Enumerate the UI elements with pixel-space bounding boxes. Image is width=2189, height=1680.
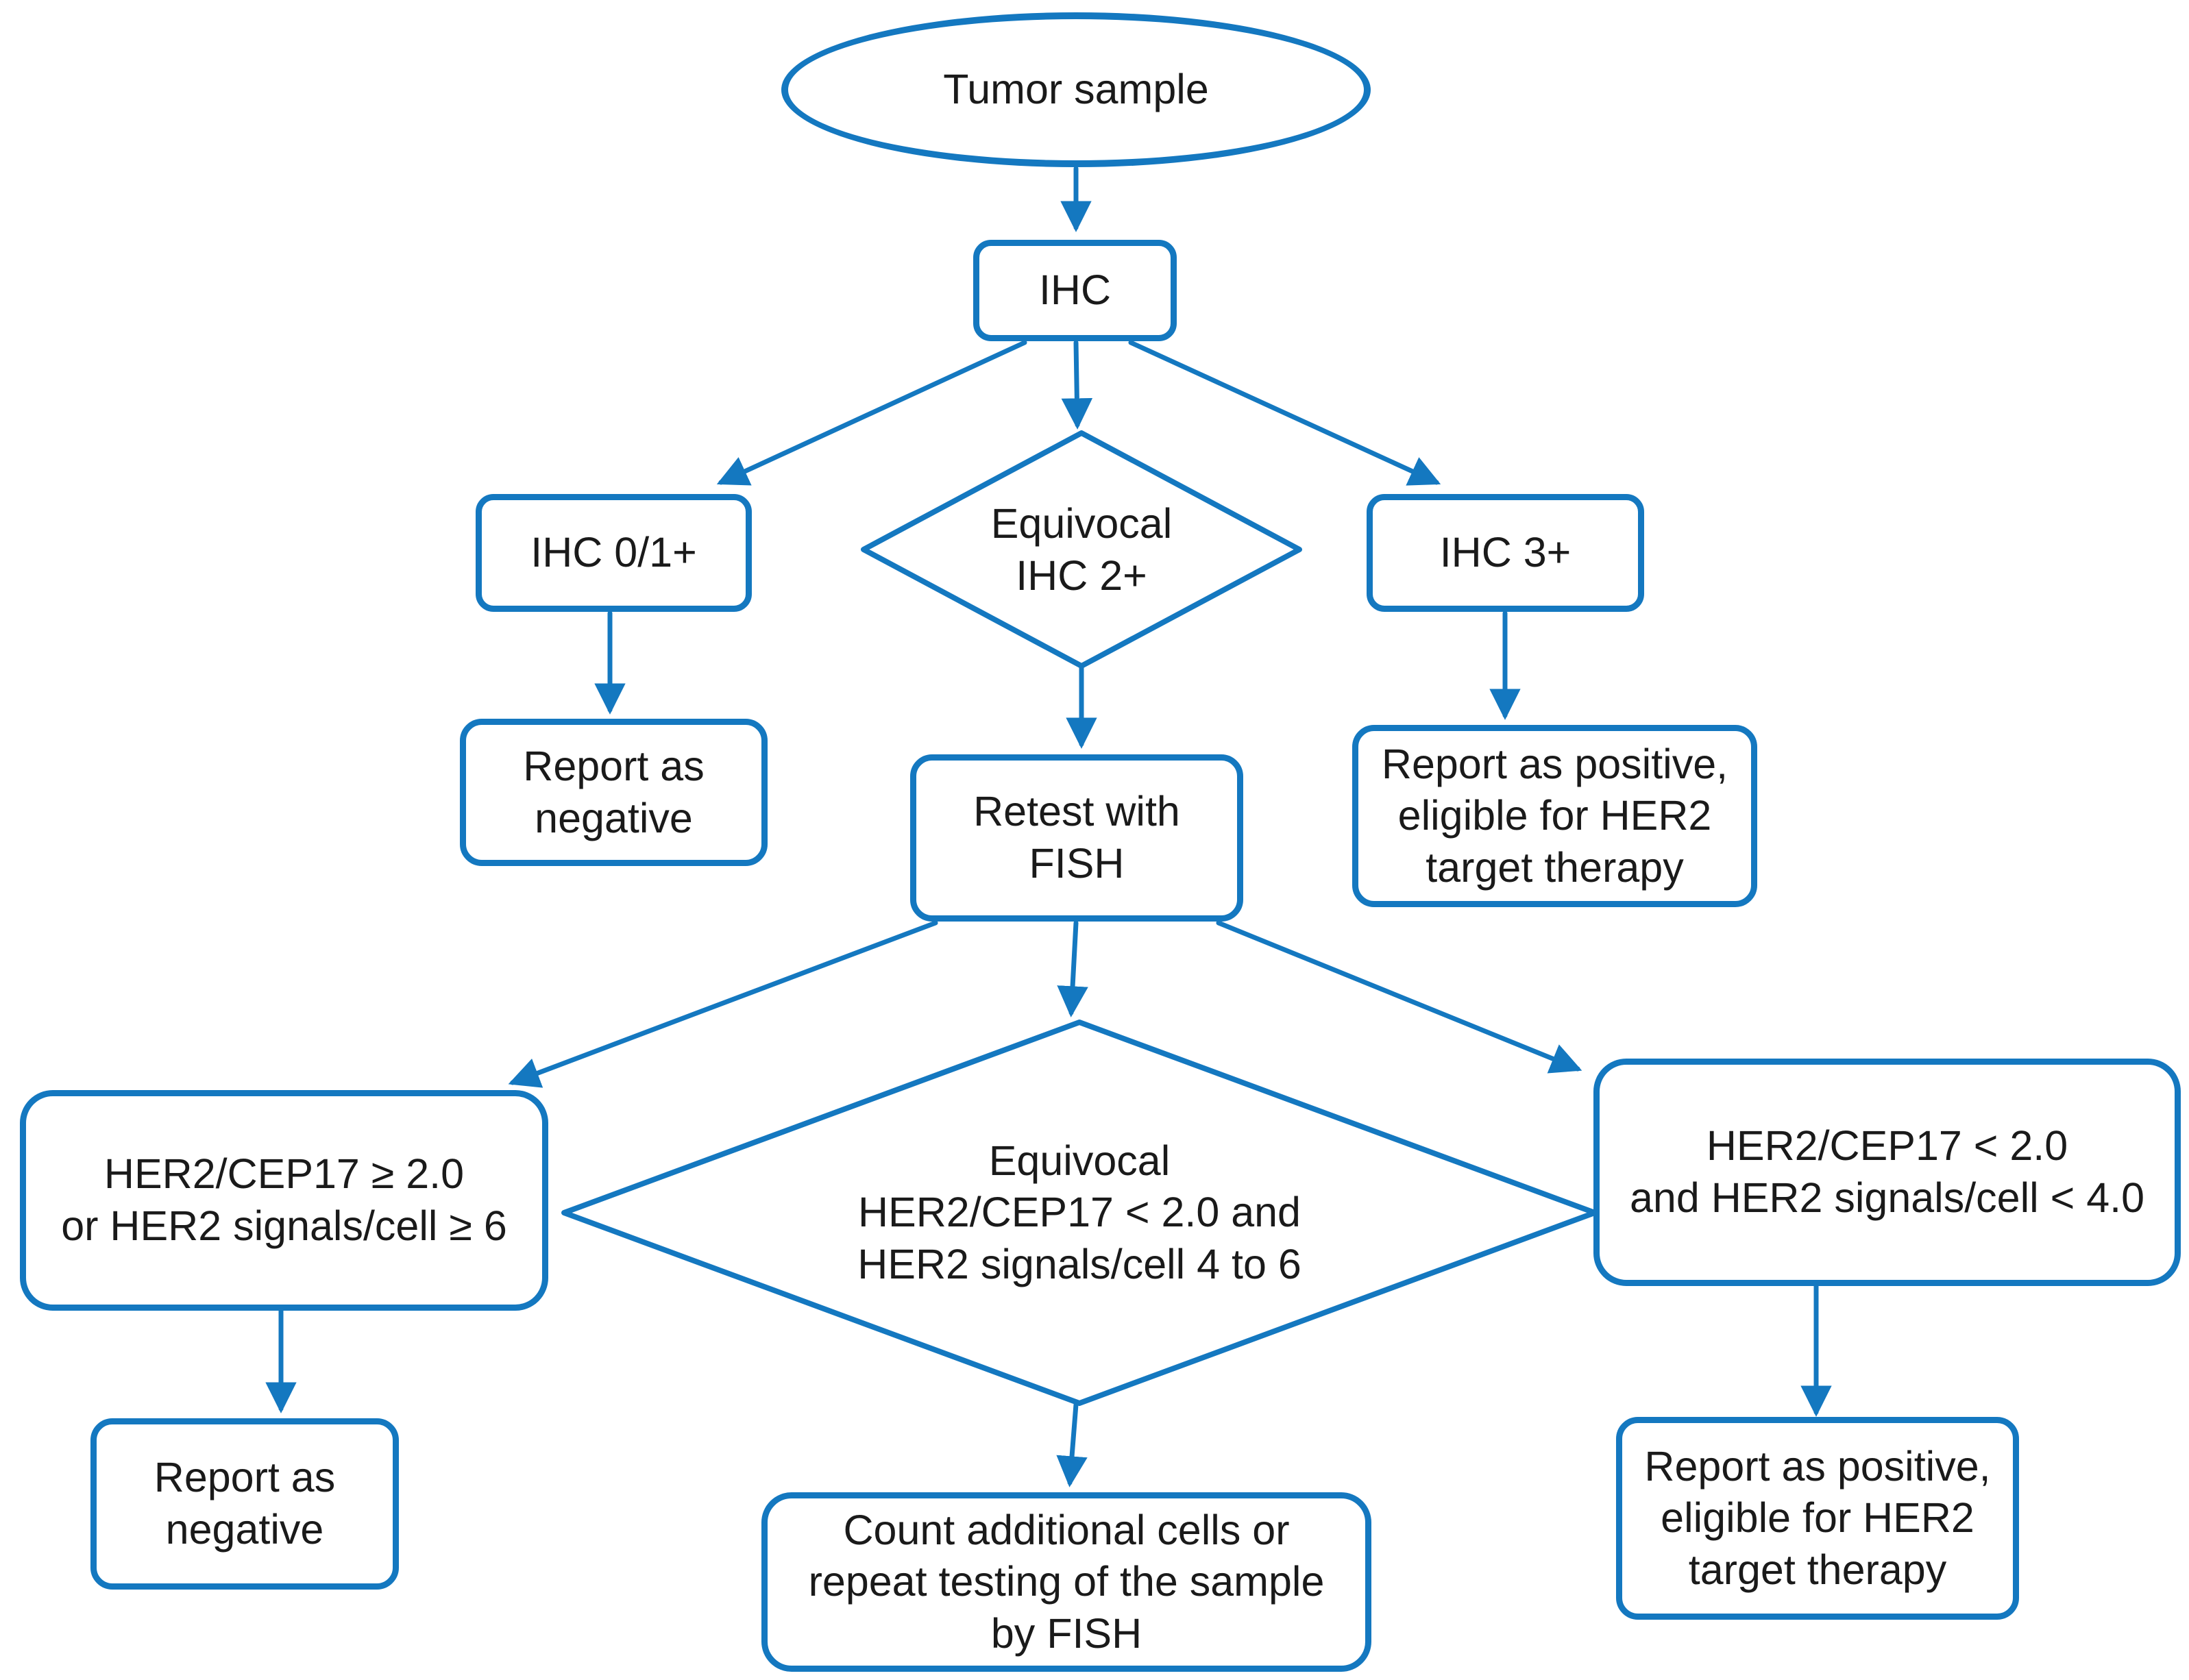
edge-fish-to-positive-criteria (508, 920, 938, 1088)
node-retest-fish: Retest with FISH (910, 754, 1243, 922)
node-report-positive-fish: Report as positive, eligible for HER2 ta… (1616, 1417, 2019, 1620)
node-ihc: IHC (973, 240, 1177, 341)
node-tumor-sample: Tumor sample (781, 12, 1371, 167)
edge-fish-to-equivocal-criteria (1057, 920, 1088, 1017)
node-fish-equivocal-criteria: Equivocal HER2/CEP17 < 2.0 and HER2 sign… (857, 1137, 1301, 1287)
node-count-additional-cells: Count additional cells or repeat testing… (761, 1492, 1371, 1672)
node-report-negative-ihc: Report as negative (460, 719, 768, 866)
node-equivocal-ihc-2plus: Equivocal IHC 2+ (990, 500, 1173, 599)
edge-ihc-to-equivocal (1061, 340, 1093, 430)
node-report-negative-fish: Report as negative (90, 1418, 399, 1590)
node-report-positive-ihc3: Report as positive, eligible for HER2 ta… (1352, 725, 1757, 907)
node-ihc-3plus: IHC 3+ (1367, 494, 1644, 612)
edge-fish-to-negative-criteria (1216, 920, 1582, 1074)
diamond-fish-equivocal-criteria (561, 1020, 1598, 1406)
edge-ihc-to-ihc01 (716, 340, 1027, 486)
node-ihc-0-1plus: IHC 0/1+ (476, 494, 752, 612)
node-fish-positive-criteria: HER2/CEP17 ≥ 2.0 or HER2 signals/cell ≥ … (20, 1090, 548, 1311)
node-fish-negative-criteria: HER2/CEP17 < 2.0 and HER2 signals/cell <… (1593, 1059, 2181, 1286)
edge-criteria-to-count (1056, 1402, 1088, 1487)
edge-ihc-to-ihc3 (1128, 340, 1441, 486)
